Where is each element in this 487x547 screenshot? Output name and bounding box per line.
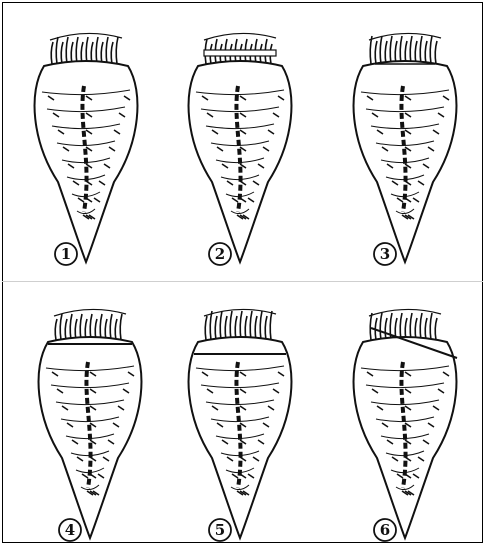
- panel-number-label: 4: [59, 519, 81, 541]
- panel-number: 4: [65, 521, 75, 539]
- beet-panel-5: 5: [189, 309, 292, 541]
- beet-panel-1: 1: [35, 33, 138, 265]
- panel-number: 1: [61, 245, 71, 263]
- leaf-tuft: [369, 33, 441, 64]
- panel-number: 6: [380, 521, 390, 539]
- beet-panel-6: 6: [354, 309, 457, 541]
- leaf-tuft: [54, 309, 126, 340]
- beet-panel-3: 3: [354, 33, 457, 265]
- panel-number: 3: [380, 245, 390, 263]
- leaf-tuft: [204, 33, 276, 64]
- beet-panel-4: 4: [39, 309, 142, 541]
- cut-slice: [204, 50, 276, 56]
- panel-number-label: 2: [209, 243, 231, 265]
- panel-number-label: 1: [55, 243, 77, 265]
- panel-number: 5: [215, 521, 225, 539]
- leaf-tuft: [204, 309, 276, 340]
- leaf-tuft: [50, 33, 122, 64]
- panel-number-label: 3: [374, 243, 396, 265]
- panel-number-label: 6: [374, 519, 396, 541]
- panel-number: 2: [215, 245, 225, 263]
- leaf-tuft: [369, 309, 441, 340]
- beet-panel-2: 2: [189, 33, 292, 265]
- panel-number-label: 5: [209, 519, 231, 541]
